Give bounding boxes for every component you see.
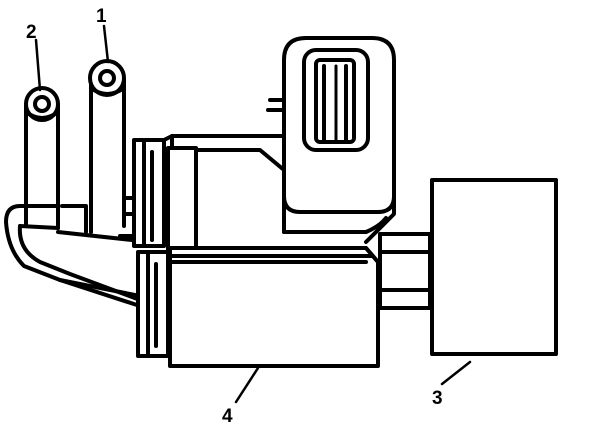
callout-labels: 1 2 3 4 [26, 6, 443, 427]
callout-label-2: 2 [26, 22, 37, 43]
flange-plate [132, 138, 170, 358]
leader-lines [34, 24, 472, 404]
leader-line-4 [234, 366, 260, 404]
upper-housing [162, 98, 298, 254]
callout-label-4: 4 [222, 406, 233, 427]
port-1 [88, 59, 126, 234]
electrical-connector [282, 36, 396, 244]
leader-line-1 [102, 24, 110, 64]
filter-housing [430, 178, 558, 356]
callout-label-3: 3 [432, 388, 443, 409]
coupling [378, 232, 432, 310]
leader-line-2 [34, 38, 42, 92]
leader-line-3 [440, 360, 472, 386]
solenoid-body [168, 246, 380, 368]
callout-label-1: 1 [96, 6, 107, 27]
port-2 [24, 86, 60, 228]
